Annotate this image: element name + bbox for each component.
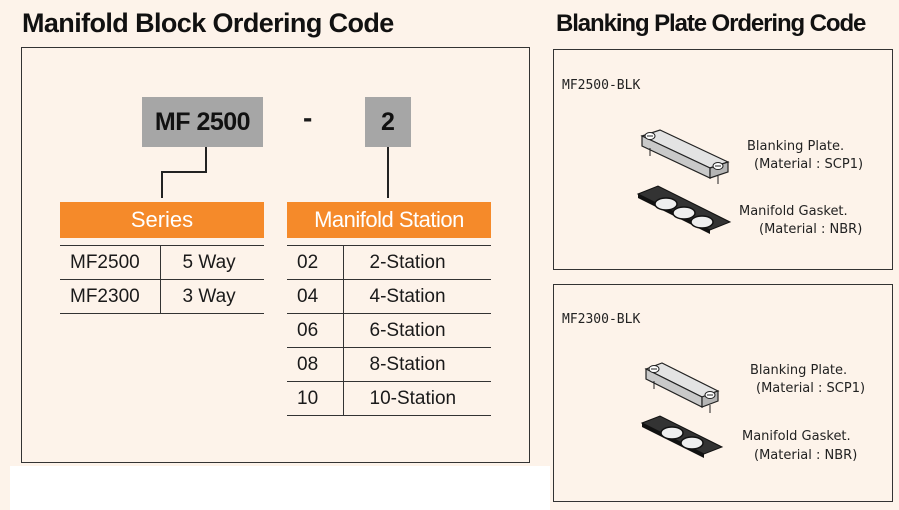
- table-row: 08 8-Station: [287, 347, 491, 382]
- gasket-material-label: (Material : NBR): [754, 448, 858, 463]
- table-row: 06 6-Station: [287, 313, 491, 348]
- series-code-box: MF 2500: [142, 97, 263, 147]
- series-type-cell: 3 Way: [160, 279, 264, 314]
- series-connector-v1: [205, 147, 207, 173]
- station-code-box: 2: [365, 97, 411, 147]
- station-count-cell: 6-Station: [343, 313, 491, 348]
- code-separator: -: [303, 102, 313, 133]
- station-connector: [387, 147, 389, 198]
- plate-label: Blanking Plate.: [747, 139, 845, 154]
- station-code-cell: 10: [287, 381, 344, 416]
- table-row: MF2300 3 Way: [60, 279, 264, 314]
- station-header: Manifold Station: [287, 202, 491, 238]
- series-header: Series: [60, 202, 264, 238]
- plate-material-label: (Material : SCP1): [754, 157, 864, 172]
- station-code-cell: 06: [287, 313, 344, 348]
- series-type-cell: 5 Way: [160, 245, 264, 280]
- plate-label: Blanking Plate.: [750, 363, 848, 378]
- table-row: 02 2-Station: [287, 245, 491, 280]
- model-label: MF2500-BLK: [562, 78, 641, 93]
- station-code-cell: 04: [287, 279, 344, 314]
- gasket-label: Manifold Gasket.: [739, 204, 848, 219]
- blanking-box-mf2300: MF2300-BLK Blanking Plate. (Material : S…: [553, 284, 893, 502]
- plate-material-label: (Material : SCP1): [756, 381, 866, 396]
- blanking-box-mf2500: MF2500-BLK Blanking Plate. (Material : S…: [553, 49, 893, 270]
- series-table: MF2500 5 Way MF2300 3 Way: [60, 245, 264, 314]
- table-row: 04 4-Station: [287, 279, 491, 314]
- series-code-cell: MF2300: [60, 279, 161, 314]
- station-count-cell: 2-Station: [343, 245, 491, 280]
- table-row: 10 10-Station: [287, 381, 491, 416]
- series-code-cell: MF2500: [60, 245, 161, 280]
- blanking-title: Blanking Plate Ordering Code: [556, 10, 866, 37]
- station-count-cell: 4-Station: [343, 279, 491, 314]
- station-count-cell: 10-Station: [343, 381, 491, 416]
- manifold-title: Manifold Block Ordering Code: [22, 8, 394, 38]
- station-code-cell: 02: [287, 245, 344, 280]
- blanking-plate-2hole-illustration: [640, 362, 724, 458]
- series-connector-v2: [161, 171, 163, 198]
- blank-area: [10, 466, 550, 510]
- model-label: MF2300-BLK: [562, 312, 641, 327]
- station-count-cell: 8-Station: [343, 347, 491, 382]
- series-connector-h: [161, 171, 207, 173]
- table-row: MF2500 5 Way: [60, 245, 264, 280]
- station-table: 02 2-Station 04 4-Station 06 6-Station 0…: [287, 245, 491, 416]
- gasket-label: Manifold Gasket.: [742, 429, 851, 444]
- gasket-material-label: (Material : NBR): [759, 222, 863, 237]
- blanking-plate-3hole-illustration: [636, 129, 732, 234]
- station-code-cell: 08: [287, 347, 344, 382]
